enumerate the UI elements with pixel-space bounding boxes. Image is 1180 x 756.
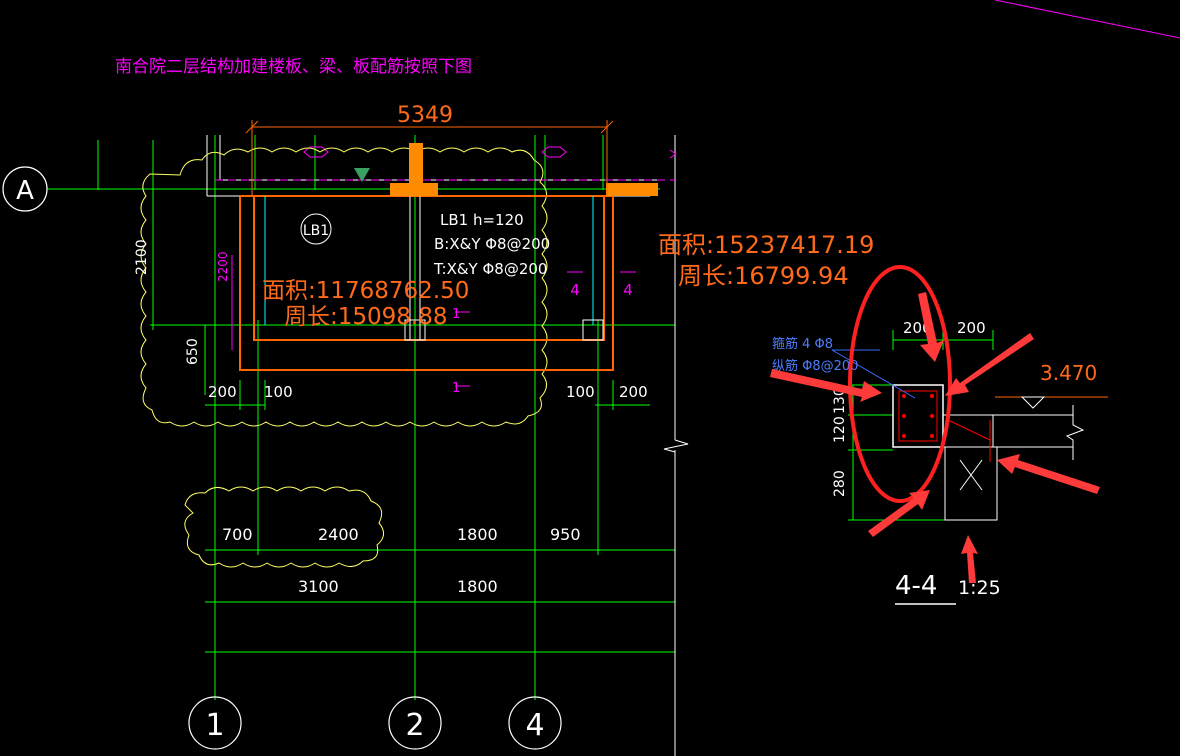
long-note: 纵筋 Φ8@200 (772, 358, 858, 374)
arrow-top-right (945, 333, 1034, 396)
slab-spec: LB1 h=120 (440, 211, 524, 229)
level-marker (354, 168, 370, 182)
sec-v120: 120 (832, 416, 848, 443)
row1-dim-0: 700 (222, 525, 253, 544)
axis-a-label: A (16, 176, 34, 206)
dim-200-left: 200 (208, 383, 237, 401)
rebar-dots (902, 394, 934, 438)
row1-dim-3: 950 (550, 525, 581, 544)
axis-2-label: 2 (405, 708, 424, 743)
inner-lines (264, 196, 594, 325)
dim-100-right: 100 (566, 383, 595, 401)
section-name: 4-4 (895, 571, 937, 601)
red-arrows (770, 292, 1100, 583)
dim-200-right: 200 (619, 383, 648, 401)
arrow-bottom-left (868, 490, 930, 537)
perimeter-1: 周长:15098.88 (284, 304, 448, 330)
panel-label: LB1 (303, 223, 329, 239)
top-ticks (254, 135, 604, 190)
diagonal-line (994, 0, 1180, 39)
beam-fills (390, 143, 658, 196)
axis-bubble-a (2, 166, 48, 212)
perimeter-2: 周长:16799.94 (678, 262, 849, 290)
highlight-ellipse (848, 265, 952, 503)
grid-lines (47, 135, 675, 700)
section-detail: 200 200 3.470 箍筋 4 Φ (772, 319, 1108, 605)
section-mark-1a: 1 (452, 307, 460, 322)
section-scale: 1:25 (958, 577, 1001, 599)
axis-bubble-2 (388, 696, 442, 750)
dim-2100: 2100 (134, 239, 150, 275)
stirrup-note: 箍筋 4 Φ8 (772, 336, 833, 352)
revision-cloud-main (140, 147, 548, 427)
beam-section (892, 384, 944, 448)
row2-dim-1: 1800 (457, 577, 498, 596)
magenta-symbols (303, 146, 677, 159)
sec-dim-200b: 200 (957, 319, 986, 337)
top-rebar: T:X&Y Φ8@200 (433, 260, 547, 278)
dim-2200: 2200 (216, 251, 230, 282)
row2-dim-0: 3100 (298, 577, 339, 596)
top-dimension (245, 120, 614, 196)
bottom-rebar: B:X&Y Φ8@200 (434, 235, 550, 253)
panel-label-circle (300, 213, 332, 245)
inner-white (404, 196, 604, 341)
dim-650: 650 (185, 338, 201, 365)
row1-dim-2: 1800 (457, 525, 498, 544)
axis-bubble-4 (508, 696, 562, 750)
revision-cloud-small (184, 486, 384, 568)
elevation: 3.470 (1040, 361, 1097, 385)
section-mark-4b: 4 (623, 281, 633, 299)
sec-v280: 280 (832, 470, 848, 497)
arrow-left (770, 369, 882, 402)
section-mark-1b: 1 (452, 381, 460, 396)
section-mark-4a: 4 (570, 281, 580, 299)
dim-5349: 5349 (397, 103, 453, 128)
plan-bottom-dims (205, 380, 650, 410)
area-2: 面积:15237417.19 (658, 231, 874, 259)
section-markers (455, 271, 636, 387)
sec-v130: 130 (832, 387, 848, 414)
arrow-bottom (961, 535, 978, 583)
axis-4-label: 4 (525, 708, 544, 743)
arrow-right (997, 454, 1100, 494)
axis-1-label: 1 (205, 708, 224, 743)
arrow-top (918, 292, 944, 362)
area-1: 面积:11768762.50 (262, 278, 469, 304)
stirrup (898, 390, 938, 442)
dim-100-left: 100 (264, 383, 293, 401)
axis-bubble-1 (188, 696, 242, 750)
drawing-title: 南合院二层结构加建楼板、梁、板配筋按照下图 (115, 57, 472, 77)
row1-dim-1: 2400 (318, 525, 359, 544)
